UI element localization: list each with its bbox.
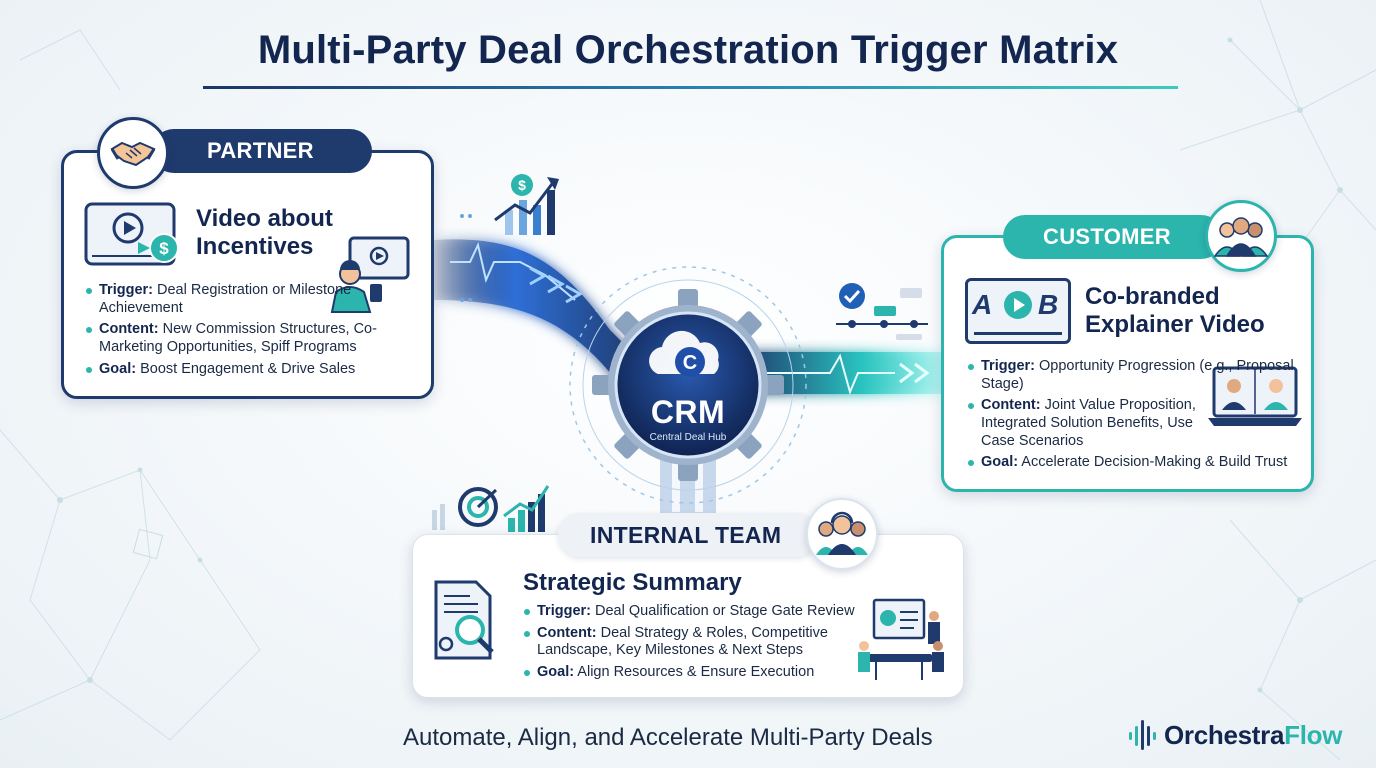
svg-text:C: C bbox=[683, 352, 697, 374]
customer-content-text: Joint Value Proposition, Integrated Solu… bbox=[981, 397, 1196, 449]
handshake-icon bbox=[97, 117, 169, 189]
page-title: Multi-Party Deal Orchestration Trigger M… bbox=[257, 28, 1119, 72]
cobranded-video-icon: A B bbox=[965, 278, 1071, 344]
play-icon bbox=[1004, 291, 1032, 319]
target-growth-icon bbox=[432, 485, 550, 532]
svg-text:$: $ bbox=[159, 239, 169, 258]
partner-trigger-item: Trigger: Deal Registration or Milestone … bbox=[86, 282, 426, 317]
internal-details-list: Trigger: Deal Qualification or Stage Gat… bbox=[524, 603, 874, 686]
internal-team-tag: INTERNAL TEAM bbox=[558, 513, 818, 557]
internal-trigger-text: Deal Qualification or Stage Gate Review bbox=[595, 603, 855, 619]
svg-text:$: $ bbox=[518, 177, 526, 193]
customer-tag: CUSTOMER bbox=[1003, 215, 1223, 259]
internal-trigger-item: Trigger: Deal Qualification or Stage Gat… bbox=[524, 603, 874, 621]
team-meeting-icon bbox=[858, 598, 944, 680]
brand-name-main: Orchestra bbox=[1164, 719, 1285, 750]
internal-content-item: Content: Deal Strategy & Roles, Competit… bbox=[524, 625, 874, 660]
customer-trigger-text: Opportunity Progression (e.g., Proposal … bbox=[981, 358, 1294, 392]
customers-group-icon bbox=[1205, 200, 1277, 272]
hub-gear bbox=[592, 289, 784, 481]
title-underline bbox=[203, 86, 1178, 89]
milestone-timeline-icon bbox=[836, 283, 928, 340]
customer-content-label: Content: bbox=[981, 397, 1041, 414]
hub-sublabel: Central Deal Hub bbox=[649, 432, 727, 443]
partner-content-label: Content: bbox=[99, 321, 159, 338]
partner-flow-chevrons bbox=[529, 266, 584, 304]
internal-content-label: Content: bbox=[537, 624, 597, 641]
customer-goal-item: Goal: Accelerate Decision-Making & Build… bbox=[968, 454, 1308, 472]
customer-details-list: Trigger: Opportunity Progression (e.g., … bbox=[968, 358, 1308, 476]
customer-trigger-label: Trigger: bbox=[981, 358, 1035, 374]
cobrand-logo-b: B bbox=[1038, 289, 1059, 320]
customer-content-item: Content: Joint Value Proposition, Integr… bbox=[968, 397, 1308, 450]
partner-tag: PARTNER bbox=[152, 129, 372, 173]
person-tablet-icon bbox=[330, 236, 410, 313]
internal-content-text: Deal Strategy & Roles, Competitive Lands… bbox=[537, 624, 828, 659]
hub-label: CRM bbox=[650, 394, 726, 430]
customer-flow-ribbon bbox=[740, 352, 945, 394]
video-call-laptop-icon bbox=[1208, 366, 1302, 426]
internal-team-tag-label: INTERNAL TEAM bbox=[590, 521, 782, 548]
partner-trigger-label: Trigger: bbox=[99, 282, 153, 298]
internal-summary-title: Strategic Summary bbox=[523, 569, 742, 596]
cobrand-logo-a: A bbox=[972, 289, 993, 320]
cloud-c-logo-icon: C bbox=[649, 330, 719, 377]
customer-flow-chevrons bbox=[899, 362, 930, 384]
partner-tag-label: PARTNER bbox=[207, 138, 314, 163]
video-incentive-icon: $ bbox=[84, 202, 179, 266]
partner-content-item: Content: New Commission Structures, Co-M… bbox=[86, 321, 426, 356]
partner-trigger-text: Deal Registration or Milestone Achieveme… bbox=[99, 282, 352, 316]
partner-details-list: Trigger: Deal Registration or Milestone … bbox=[86, 282, 426, 382]
internal-goal-text: Align Resources & Ensure Execution bbox=[577, 664, 815, 681]
customer-goal-text: Accelerate Decision-Making & Build Trust bbox=[1021, 454, 1288, 471]
internal-team-card bbox=[412, 534, 964, 698]
customer-goal-label: Goal: bbox=[981, 454, 1019, 471]
brand-name: OrchestraFlow bbox=[1164, 720, 1342, 751]
brand-logo: OrchestraFlow bbox=[1128, 718, 1342, 752]
customer-pulse-line bbox=[760, 353, 895, 396]
partner-content-text: New Commission Structures, Co-Marketing … bbox=[99, 321, 377, 356]
partner-goal-text: Boost Engagement & Drive Sales bbox=[140, 360, 356, 377]
team-headset-icon bbox=[806, 498, 878, 570]
document-search-icon bbox=[434, 580, 494, 660]
internal-trigger-label: Trigger: bbox=[537, 603, 591, 619]
internal-goal-label: Goal: bbox=[537, 664, 575, 681]
customer-tag-label: CUSTOMER bbox=[1043, 224, 1171, 249]
brand-name-accent: Flow bbox=[1284, 719, 1343, 750]
soundwave-icon bbox=[1129, 720, 1156, 750]
partner-goal-item: Goal: Boost Engagement & Drive Sales bbox=[86, 361, 426, 379]
partner-goal-label: Goal: bbox=[99, 360, 137, 377]
footer-tagline: Automate, Align, and Accelerate Multi-Pa… bbox=[403, 724, 933, 751]
partner-video-title: Video about Incentives bbox=[196, 205, 333, 260]
internal-goal-item: Goal: Align Resources & Ensure Execution bbox=[524, 664, 874, 682]
growth-chart-icon: $ bbox=[494, 174, 559, 235]
customer-trigger-item: Trigger: Opportunity Progression (e.g., … bbox=[968, 358, 1308, 393]
customer-video-title: Co-branded Explainer Video bbox=[1085, 283, 1265, 338]
